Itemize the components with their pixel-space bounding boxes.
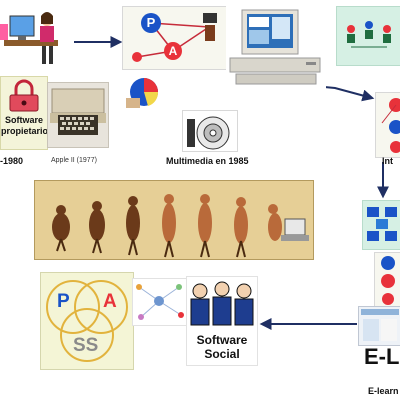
computer-user-icon <box>0 12 58 64</box>
desktop-computer-icon <box>229 9 321 85</box>
internet-pa-icon <box>381 98 400 153</box>
social-map-tile <box>132 278 188 326</box>
elearning-caption: E-learn <box>368 386 399 396</box>
evolution-banner <box>34 180 314 260</box>
apple-ii-computer-icon <box>50 88 106 135</box>
people-group-icon <box>190 281 254 326</box>
multimedia-network-icon <box>132 13 217 62</box>
cd-disc-tile <box>182 110 238 152</box>
venn-ss-label: SS <box>73 335 99 356</box>
period-1980-caption: -1980 <box>0 156 24 166</box>
software-propietario-tile: Software propietario <box>0 76 48 150</box>
padlock-icon <box>9 79 39 112</box>
desktop-computer-image <box>226 6 326 90</box>
multimedia-pa-tile: P A <box>122 6 228 70</box>
internet-pa-tile <box>375 92 400 158</box>
people-network-icon <box>347 21 391 48</box>
elearning-pa-icon <box>381 256 395 305</box>
mind-map-icon <box>136 284 184 320</box>
cd-icon <box>187 116 230 150</box>
elearning-screen-tile <box>358 306 400 346</box>
software-label: Software <box>4 115 43 125</box>
venn-a-label: A <box>103 291 117 312</box>
venn-p-label: P <box>57 291 70 312</box>
circle-a-letter: A <box>168 44 178 58</box>
human-evolution-icon <box>35 181 313 259</box>
multimedia-caption: Multimedia en 1985 <box>166 156 249 166</box>
apple-ii-caption: Apple II (1977) <box>51 157 97 164</box>
multimedia-charts-tile <box>122 70 182 110</box>
software-social-tile: Software Social <box>186 276 258 366</box>
elearning-network-icon <box>367 207 397 241</box>
software-social-line1: Software <box>196 333 248 347</box>
charts-icon <box>126 78 159 108</box>
internet-network-tile <box>336 6 400 66</box>
elearning-screen-icon <box>361 309 399 341</box>
software-social-line2: Social <box>204 347 240 361</box>
elearning-big-label: E-L <box>364 344 400 369</box>
apple-ii-photo <box>47 82 109 148</box>
propietario-label: propietario <box>1 126 49 136</box>
venn-diagram-tile: P A SS <box>40 272 134 370</box>
a-circle-icon <box>164 42 182 60</box>
pass-venn-icon <box>46 280 128 362</box>
p-circle-icon <box>141 13 161 33</box>
circle-p-letter: P <box>146 15 156 30</box>
elearning-network-tile <box>362 200 400 250</box>
computer-user-tile <box>0 2 62 72</box>
internet-caption: Int <box>382 156 393 166</box>
elearning-pa-tile <box>374 252 400 308</box>
